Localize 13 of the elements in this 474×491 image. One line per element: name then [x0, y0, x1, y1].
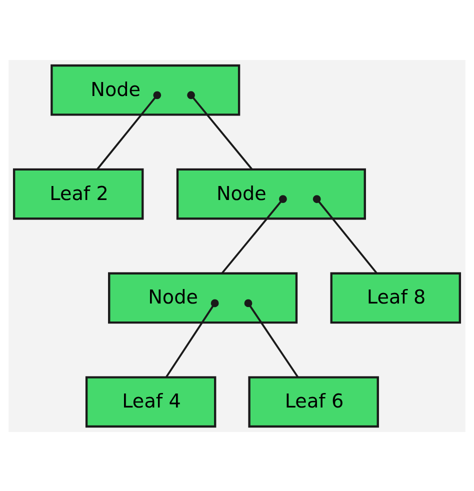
- node-box: Node: [50, 64, 240, 116]
- connector: [187, 90, 252, 170]
- node-box: Node: [108, 272, 298, 324]
- connector: [222, 194, 287, 274]
- node-box: Node: [176, 168, 366, 220]
- connector: [96, 90, 162, 170]
- node-box: Leaf 2: [12, 168, 144, 220]
- node-box: Leaf 8: [330, 272, 462, 324]
- connector: [166, 298, 219, 377]
- connector: [244, 298, 298, 377]
- node-box: Leaf 4: [85, 376, 216, 428]
- node-box: Leaf 6: [248, 376, 379, 428]
- connector: [312, 194, 378, 274]
